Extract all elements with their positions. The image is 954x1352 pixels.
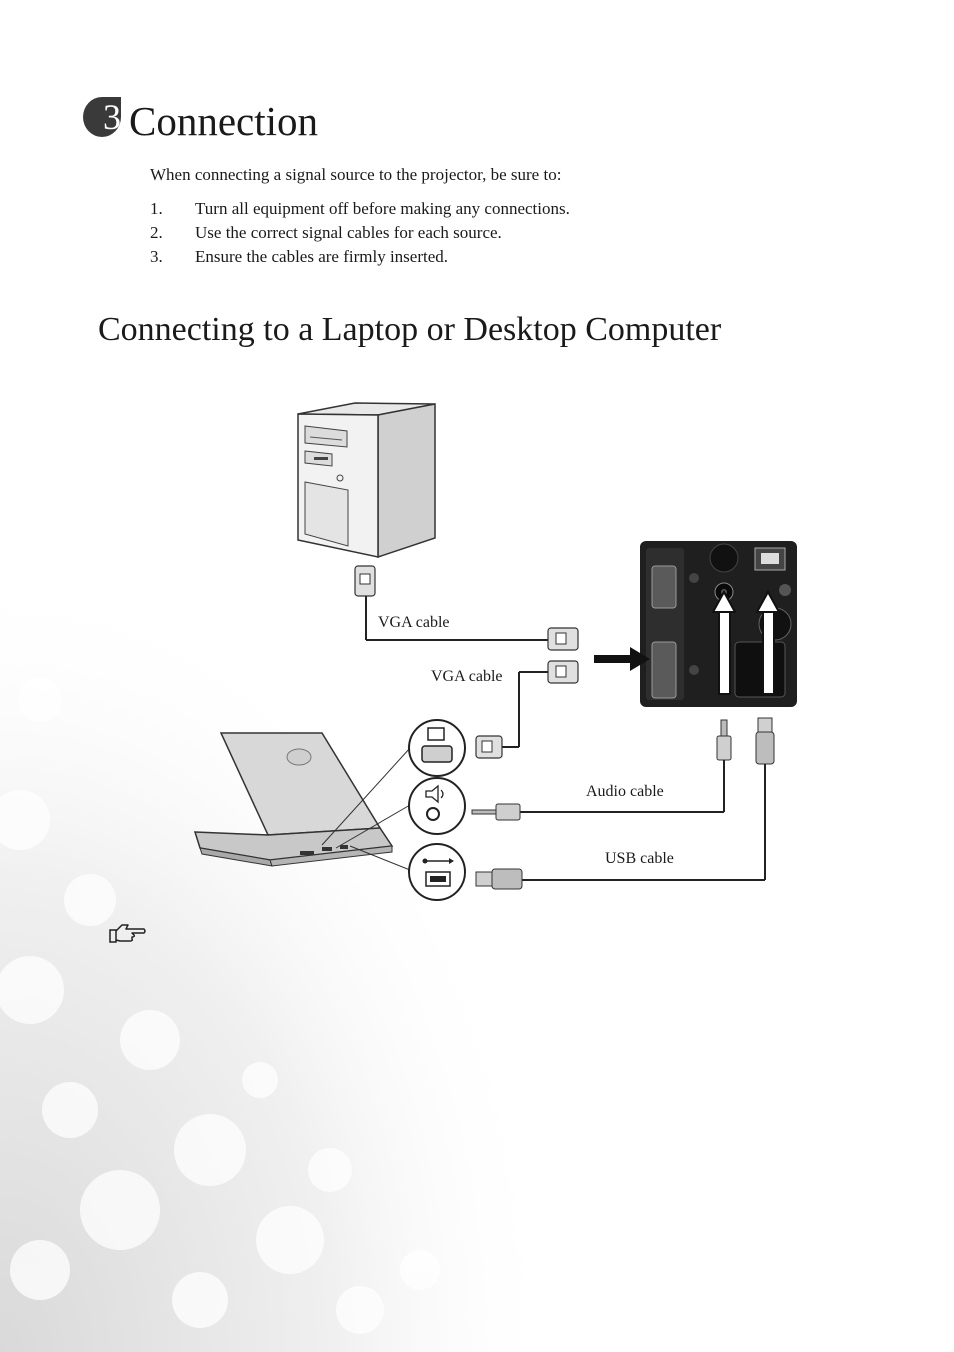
list-item: 3. Ensure the cables are firmly inserted. [150,245,570,269]
note-hand-icon [109,924,146,943]
section-title: Connecting to a Laptop or Desktop Comput… [98,311,722,348]
usb-port-icon [408,843,466,901]
intro-text: When connecting a signal source to the p… [150,165,562,184]
vga-connector-icon [354,565,579,651]
audio-port-icon [408,777,466,835]
steps-list: 1. Turn all equipment off before making a… [150,197,570,269]
list-item: 1. Turn all equipment off before making a… [150,197,570,221]
chapter-number: 3 [103,97,121,137]
step-number: 1. [150,199,163,218]
arrow-icon [711,589,781,695]
chapter-badge-icon [83,97,121,137]
step-text: Turn all equipment off before making any… [195,199,570,218]
audio-connector-icon [471,719,732,821]
step-text: Use the correct signal cables for each s… [195,223,502,242]
step-number: 2. [150,223,163,242]
vga-cable-label: VGA cable [431,668,503,685]
step-number: 3. [150,247,163,266]
audio-cable-label: Audio cable [586,783,664,800]
vga-cable-label: VGA cable [378,614,450,631]
vga-port-icon [408,719,466,777]
laptop-icon [193,732,411,871]
vga-connector-icon [475,660,579,759]
list-item: 2. Use the correct signal cables for each… [150,221,570,245]
arrow-icon [594,647,650,671]
chapter-title: Connection [129,98,319,144]
usb-cable-label: USB cable [605,850,674,867]
usb-connector-icon [475,717,775,890]
desktop-computer-icon [297,402,436,559]
step-text: Ensure the cables are firmly inserted. [195,247,449,266]
